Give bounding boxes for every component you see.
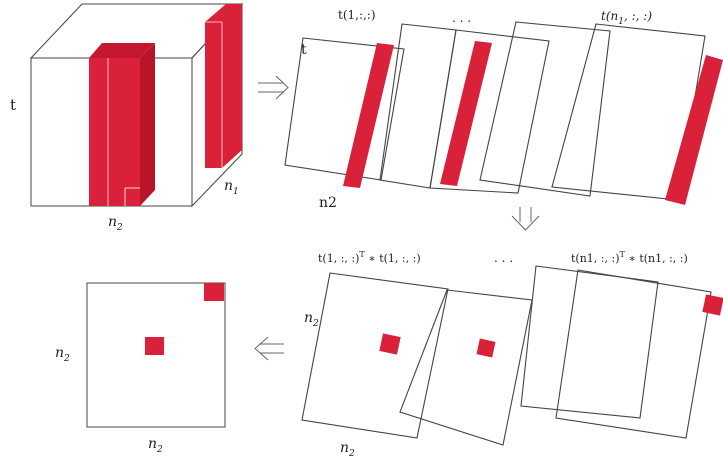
- arrow-left-icon: [254, 336, 284, 361]
- product-panel-1: [301, 272, 449, 439]
- slice-panel-3: [479, 21, 611, 197]
- cube-label-n1: n1: [224, 178, 239, 197]
- arrow-down-icon: [511, 207, 540, 231]
- result-matrix: n2 n2: [55, 282, 226, 455]
- frontal-slices: t(1,:,:) . . . t(n1, :, :) t n2: [284, 8, 723, 211]
- tensor-cube: t n1 n2: [10, 2, 244, 233]
- slice-panel-2: [379, 23, 550, 194]
- result-label-bottom-n2: n2: [148, 436, 163, 455]
- product-label-left-n2: n2: [304, 310, 319, 329]
- product-panel-2: [399, 289, 533, 446]
- slice-top: [89, 43, 155, 58]
- product-label-bottom-n2: n2: [340, 440, 355, 459]
- cube-right-slice: [205, 4, 242, 168]
- result-square: [86, 282, 226, 428]
- product-ellipsis: . . .: [494, 251, 513, 265]
- slice-panel-4: [551, 23, 723, 205]
- slice-panel-1: [284, 37, 405, 188]
- slice-label-last: t(n1, :, :): [601, 9, 652, 27]
- slice-label-first: t(1,:,:): [338, 8, 376, 22]
- product-matrices: t(1, :, :)T ∗ t(1, :, :) . . . t(n1, :, …: [301, 250, 723, 459]
- result-label-left-n2: n2: [55, 345, 70, 364]
- result-center-block: [145, 337, 164, 355]
- slice-front: [89, 58, 108, 206]
- cube-label-t: t: [10, 96, 16, 114]
- result-corner-block: [204, 283, 224, 301]
- cube-middle-slice: [89, 43, 155, 206]
- right-slice-front: [205, 4, 242, 168]
- slice-ellipsis: . . .: [452, 11, 471, 25]
- slice-side: [140, 43, 155, 206]
- slice-label-t: t: [301, 42, 307, 58]
- cube-label-n2: n2: [108, 214, 123, 233]
- slice-label-n2: n2: [319, 195, 337, 211]
- arrow-right-icon: [258, 75, 289, 100]
- product-label-first: t(1, :, :)T ∗ t(1, :, :): [318, 250, 421, 265]
- slice-body: [108, 58, 140, 206]
- product-label-last: t(n1, :, :)T ∗ t(n1, :, :): [571, 250, 688, 265]
- product-panel-3: [520, 265, 659, 419]
- product-panel-4: [555, 269, 723, 439]
